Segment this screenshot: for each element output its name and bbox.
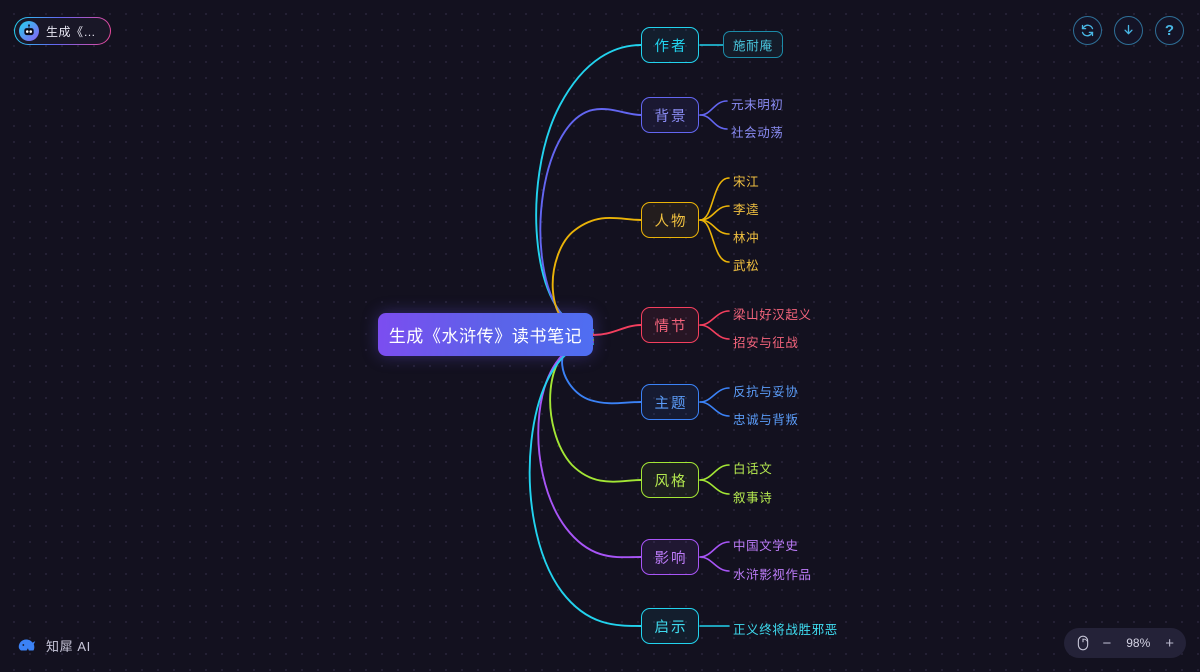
branch-label: 主题	[654, 395, 688, 412]
edge-fengge-2	[699, 479, 730, 495]
edge-root-beijing	[539, 108, 642, 333]
branch-node-qingjie[interactable]: 情节	[641, 307, 699, 343]
mouse-icon[interactable]	[1076, 635, 1090, 651]
leaf-label: 武松	[733, 259, 760, 273]
branch-label: 背景	[654, 108, 688, 125]
leaf-node-zhongcheng-beipan[interactable]: 忠诚与背叛	[733, 409, 799, 428]
edge-renwu-3	[699, 219, 730, 235]
refresh-sync-icon	[1081, 24, 1094, 37]
edge-zhuti-1	[699, 387, 730, 403]
branch-node-beijing[interactable]: 背景	[641, 97, 699, 133]
edge-renwu-4	[699, 219, 730, 263]
edge-qingjie-2	[699, 324, 730, 340]
edge-qingjie-1	[699, 310, 730, 326]
leaf-label: 中国文学史	[733, 539, 799, 553]
leaf-label: 招安与征战	[733, 336, 799, 350]
leaf-label: 施耐庵	[733, 39, 773, 53]
arrow-down-icon	[1124, 24, 1133, 35]
edge-beijing-1	[699, 100, 728, 116]
question-mark-icon: ?	[1164, 22, 1175, 39]
branch-label: 作者	[654, 38, 688, 55]
branch-label: 影响	[654, 550, 688, 567]
leaf-label: 反抗与妥协	[733, 385, 799, 399]
leaf-node-shuihu-yingshi[interactable]: 水浒影视作品	[733, 564, 812, 583]
session-badge-label: 生成《…	[46, 24, 97, 39]
leaf-label: 水浒影视作品	[733, 568, 812, 582]
branch-node-renwu[interactable]: 人物	[641, 202, 699, 238]
branch-node-zhuti[interactable]: 主题	[641, 384, 699, 420]
zoom-in-button[interactable]: +	[1165, 634, 1174, 652]
edge-root-zuozhe	[535, 44, 642, 331]
leaf-node-songjiang[interactable]: 宋江	[733, 171, 759, 190]
edge-yingxiang-1	[699, 541, 730, 558]
leaf-node-zhengyi-shengxieе[interactable]: 正义终将战胜邪恶	[733, 619, 838, 638]
leaf-label: 叙事诗	[733, 491, 773, 505]
branch-node-fengge[interactable]: 风格	[641, 462, 699, 498]
leaf-node-wusong[interactable]: 武松	[733, 255, 759, 274]
rhino-logo-icon	[16, 634, 38, 656]
branch-node-yingxiang[interactable]: 影响	[641, 539, 699, 575]
brand: 知犀 AI	[16, 634, 91, 656]
toolbar: ?	[1073, 16, 1184, 45]
brand-name: 知犀 AI	[46, 638, 91, 654]
branch-node-zuozhe[interactable]: 作者	[641, 27, 699, 63]
branch-label: 启示	[654, 619, 688, 636]
regenerate-button[interactable]	[1073, 16, 1102, 45]
edge-zhuti-2	[699, 401, 730, 417]
branch-label: 情节	[654, 318, 688, 335]
leaf-node-fankang-tuoxie[interactable]: 反抗与妥协	[733, 381, 799, 400]
leaf-label: 李逵	[733, 203, 760, 217]
edge-renwu-2	[699, 205, 730, 221]
edge-root-qishi	[528, 343, 642, 627]
leaf-label: 林冲	[733, 231, 760, 245]
root-node-label: 生成《水浒传》读书笔记	[388, 327, 583, 346]
leaf-node-shehui-dongdang[interactable]: 社会动荡	[731, 122, 783, 141]
leaf-node-zhaoan-zhengzhan[interactable]: 招安与征战	[733, 332, 799, 351]
leaf-node-zhongguo-wenxueshi[interactable]: 中国文学史	[733, 535, 799, 554]
edge-root-yingxiang	[537, 341, 642, 559]
leaf-label: 宋江	[733, 175, 760, 189]
session-badge[interactable]: 生成《…	[14, 17, 111, 45]
branch-node-qishi[interactable]: 启示	[641, 608, 699, 644]
branch-label: 人物	[654, 213, 688, 230]
zoom-out-button[interactable]: −	[1102, 634, 1112, 652]
edge-beijing-2	[699, 114, 728, 130]
download-button[interactable]	[1114, 16, 1143, 45]
leaf-node-xushishi[interactable]: 叙事诗	[733, 487, 772, 506]
edge-fengge-1	[699, 464, 730, 481]
leaf-label: 社会动荡	[731, 126, 784, 140]
robot-avatar-icon	[19, 21, 39, 41]
leaf-label: 正义终将战胜邪恶	[733, 623, 838, 637]
leaf-label: 梁山好汉起义	[733, 308, 812, 322]
leaf-node-likui[interactable]: 李逵	[733, 199, 759, 218]
branch-label: 风格	[654, 473, 688, 490]
leaf-label: 元末明初	[731, 98, 784, 112]
edge-yingxiang-2	[699, 556, 730, 572]
edge-root-qingjie	[592, 324, 642, 336]
leaf-label: 白话文	[733, 462, 773, 476]
leaf-label: 忠诚与背叛	[733, 413, 799, 427]
zoom-control: − 98% +	[1064, 628, 1186, 658]
help-button[interactable]: ?	[1155, 16, 1184, 45]
edge-root-fengge	[549, 339, 642, 483]
leaf-node-baihuawen[interactable]: 白话文	[733, 458, 772, 477]
zoom-percent-label: 98%	[1126, 636, 1151, 650]
leaf-node-linchong[interactable]: 林冲	[733, 227, 759, 246]
leaf-node-yuanmo-mingchu[interactable]: 元末明初	[731, 94, 783, 113]
root-node[interactable]: 生成《水浒传》读书笔记	[378, 313, 593, 356]
edge-renwu-1	[699, 177, 730, 221]
leaf-node-shinaian[interactable]: 施耐庵	[723, 31, 783, 58]
leaf-node-liangshan-qiyi[interactable]: 梁山好汉起义	[733, 304, 812, 323]
